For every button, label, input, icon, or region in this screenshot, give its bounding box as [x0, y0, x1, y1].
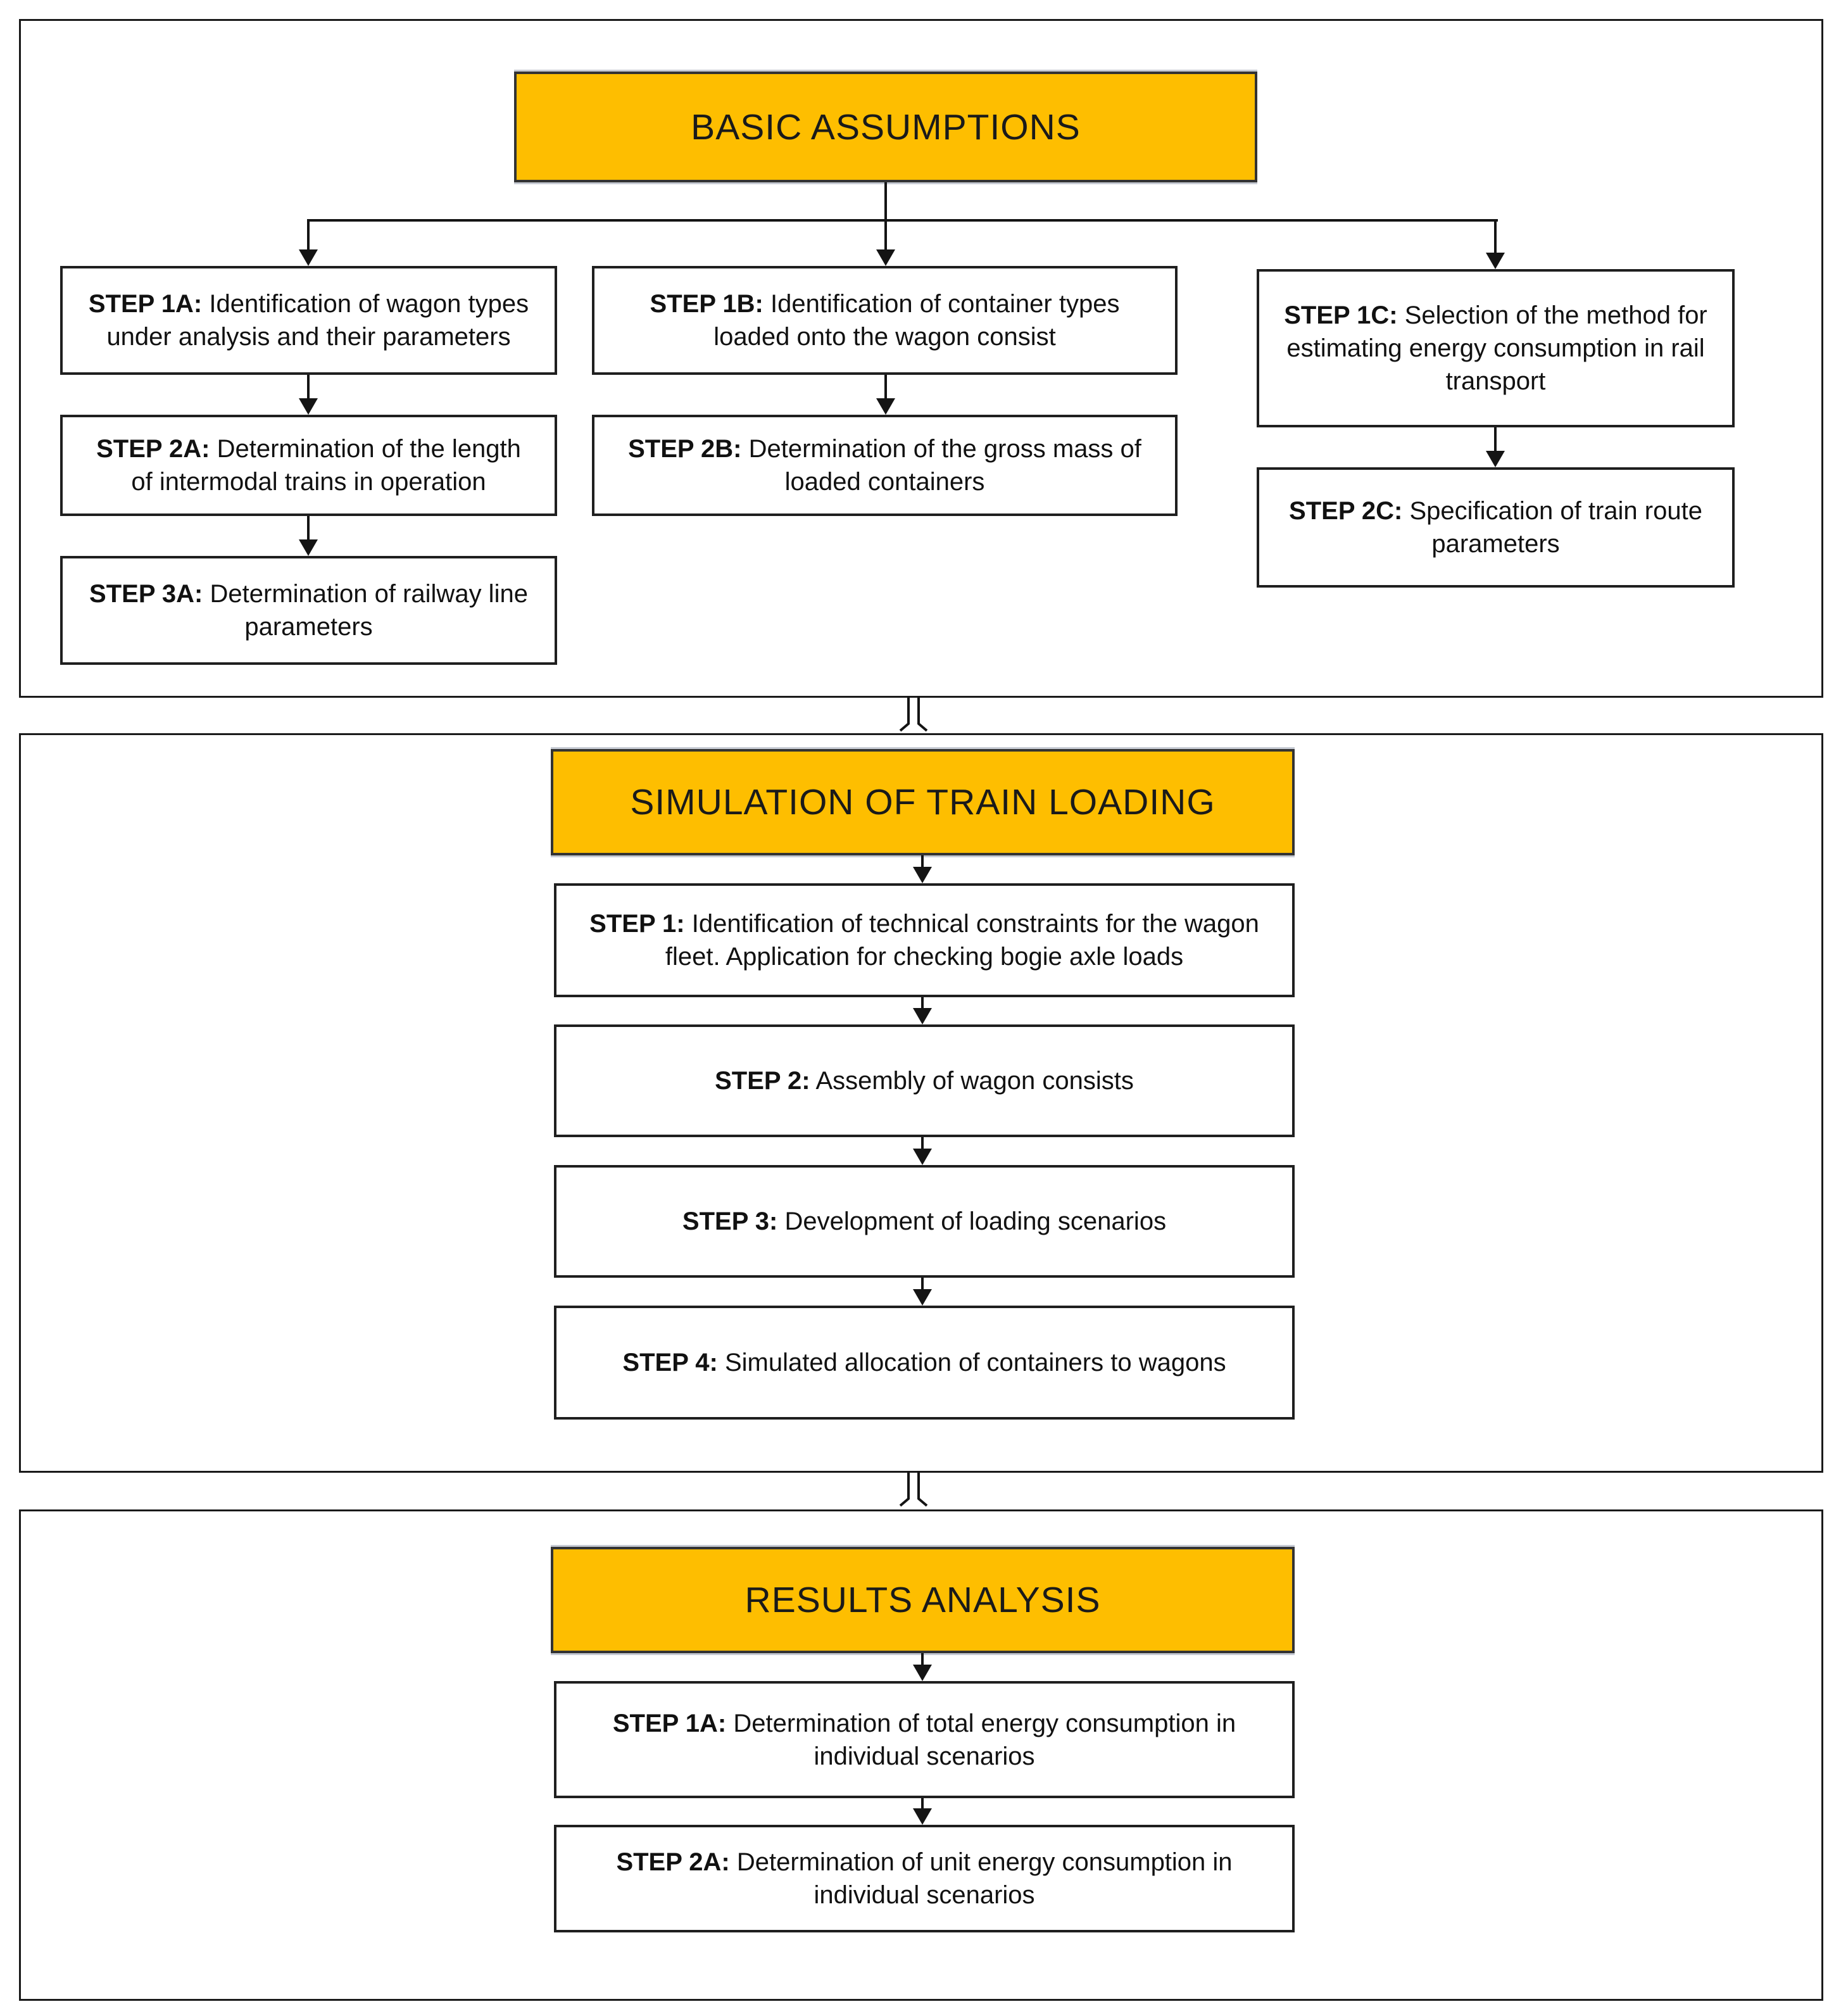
down-arrow [913, 1278, 932, 1306]
box-step-2a-basic: STEP 2A: Determination of the length of … [60, 415, 557, 516]
down-arrow [299, 375, 318, 415]
box-step-1c-basic: STEP 1C: Selection of the method for est… [1257, 269, 1735, 427]
header-basic-assumptions-label: BASIC ASSUMPTIONS [691, 106, 1081, 148]
step-1c-basic-prefix: STEP 1C: [1284, 301, 1398, 329]
step-3-simulation-prefix: STEP 3: [682, 1207, 778, 1235]
box-step-1a-results: STEP 1A: Determination of total energy c… [554, 1681, 1295, 1798]
double-down-arrow-icon [899, 696, 928, 732]
step-4-simulation-text: Simulated allocation of containers to wa… [724, 1349, 1226, 1377]
step-2a-basic-text: Determination of the length of intermoda… [131, 435, 521, 496]
box-step-2-simulation: STEP 2: Assembly of wagon consists [554, 1024, 1295, 1137]
header-basic-assumptions: BASIC ASSUMPTIONS [514, 72, 1257, 182]
box-step-2c-basic: STEP 2C: Specification of train route pa… [1257, 467, 1735, 588]
box-step-2b-basic: STEP 2B: Determination of the gross mass… [592, 415, 1178, 516]
step-2c-basic-text: Specification of train route parameters [1409, 497, 1702, 558]
down-arrow [299, 220, 318, 266]
down-arrow [876, 220, 895, 266]
box-step-2a-results: STEP 2A: Determination of unit energy co… [554, 1825, 1295, 1932]
down-arrow [913, 1653, 932, 1681]
down-arrow [1486, 220, 1505, 269]
header-simulation-label: SIMULATION OF TRAIN LOADING [630, 782, 1216, 822]
step-2b-basic-text: Determination of the gross mass of loade… [748, 435, 1141, 496]
step-3a-basic-prefix: STEP 3A: [89, 580, 203, 608]
step-2a-results-text: Determination of unit energy consumption… [736, 1848, 1233, 1909]
step-2-simulation-text: Assembly of wagon consists [815, 1067, 1134, 1095]
branch-horizontal-line [307, 219, 1498, 222]
step-1b-basic-text: Identification of container types loaded… [713, 290, 1120, 351]
box-step-3-simulation: STEP 3: Development of loading scenarios [554, 1165, 1295, 1278]
step-1a-basic-text: Identification of wagon types under anal… [106, 290, 529, 351]
double-down-arrow-icon [899, 1471, 928, 1507]
down-arrow [299, 516, 318, 556]
step-3-simulation-text: Development of loading scenarios [784, 1207, 1167, 1235]
step-2a-results-prefix: STEP 2A: [616, 1848, 730, 1876]
step-4-simulation-prefix: STEP 4: [622, 1349, 718, 1377]
step-2c-basic-prefix: STEP 2C: [1289, 497, 1403, 525]
step-1b-basic-prefix: STEP 1B: [650, 290, 763, 318]
down-arrow [913, 997, 932, 1024]
step-2b-basic-prefix: STEP 2B: [628, 435, 742, 463]
down-arrow [913, 855, 932, 883]
down-arrow [913, 1798, 932, 1825]
header-results-label: RESULTS ANALYSIS [745, 1580, 1101, 1620]
box-step-1a-basic: STEP 1A: Identification of wagon types u… [60, 266, 557, 375]
step-1a-results-prefix: STEP 1A: [612, 1709, 727, 1737]
step-1-simulation-prefix: STEP 1: [589, 910, 685, 938]
down-arrow [1486, 427, 1505, 467]
box-step-4-simulation: STEP 4: Simulated allocation of containe… [554, 1306, 1295, 1420]
step-2-simulation-prefix: STEP 2: [715, 1067, 810, 1095]
step-1a-basic-prefix: STEP 1A: [88, 290, 203, 318]
branch-stub-line [884, 182, 887, 220]
step-2a-basic-prefix: STEP 2A: [96, 435, 210, 463]
step-3a-basic-text: Determination of railway line parameters [210, 580, 528, 641]
header-results-analysis: RESULTS ANALYSIS [551, 1547, 1295, 1653]
box-step-3a-basic: STEP 3A: Determination of railway line p… [60, 556, 557, 665]
step-1-simulation-text: Identification of technical constraints … [665, 910, 1259, 971]
box-step-1-simulation: STEP 1: Identification of technical cons… [554, 883, 1295, 997]
down-arrow [913, 1137, 932, 1165]
down-arrow [876, 375, 895, 415]
header-simulation-of-train-loading: SIMULATION OF TRAIN LOADING [551, 749, 1295, 855]
step-1a-results-text: Determination of total energy consumptio… [733, 1709, 1236, 1770]
step-1c-basic-text: Selection of the method for estimating e… [1286, 301, 1707, 395]
box-step-1b-basic: STEP 1B: Identification of container typ… [592, 266, 1178, 375]
